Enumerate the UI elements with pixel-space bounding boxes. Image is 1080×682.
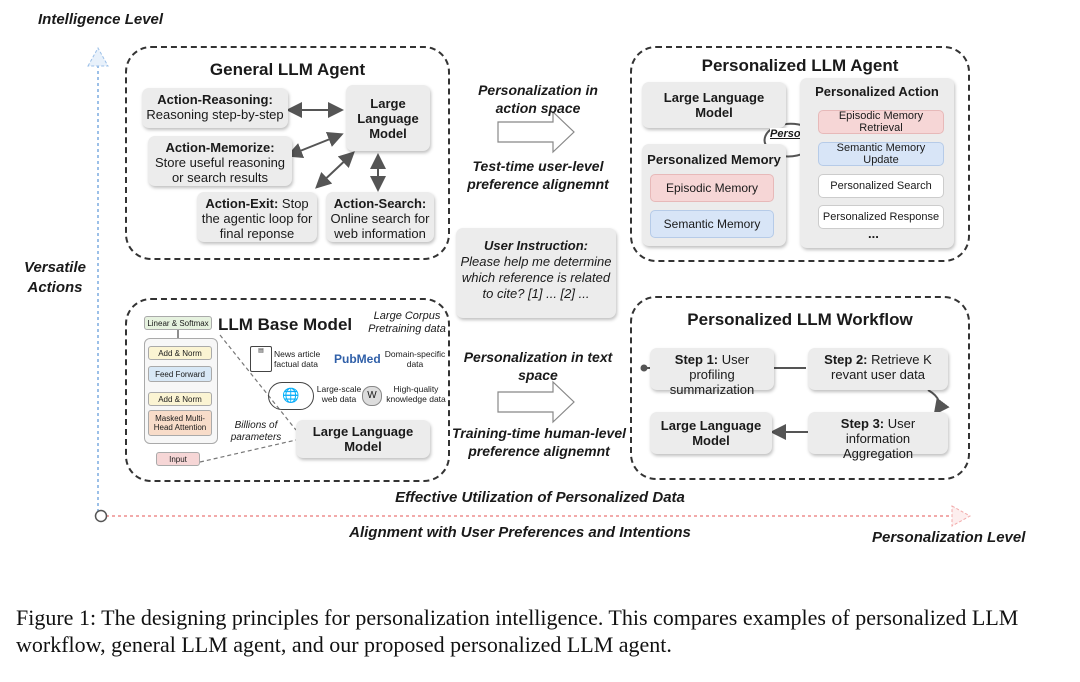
step1-name: Step 1: (674, 352, 719, 367)
semantic-memory-box: Semantic Memory (650, 210, 774, 238)
action-memorize-name: Action-Memorize: (165, 140, 275, 155)
base-llm-box: Large Language Model (296, 420, 430, 458)
block-arrow-bottom (497, 380, 575, 424)
workflow-llm-box: Large Language Model (650, 412, 772, 454)
action-reasoning-box: Action-Reasoning: Reasoning step-by-step (142, 88, 288, 128)
step2-name: Step 2: (824, 352, 868, 367)
news-label: News article factual data (274, 349, 321, 369)
x-axis-arrow (106, 505, 972, 527)
step2-desc: Retrieve K revant user data (831, 352, 932, 382)
web-globe-icon: 🌐 (268, 382, 314, 410)
action-search-desc: Online search for web information (330, 211, 430, 241)
billions-label: Billions of parameters (230, 420, 282, 443)
block-arrow-top (497, 110, 575, 154)
versatile-actions-label: Versatile Actions (24, 258, 86, 298)
memory-title: Personalized Memory (647, 152, 781, 167)
axis-origin (94, 509, 108, 523)
base-model-title: LLM Base Model (218, 315, 353, 334)
knowledge-label: High-quality knowledge data (386, 384, 446, 404)
x-axis-label: Personalization Level (872, 529, 1026, 546)
action-title: Personalized Action (815, 84, 939, 99)
step3-name: Step 3: (840, 416, 885, 431)
y-axis-arrow (87, 46, 109, 512)
action-reasoning-name: Action-Reasoning: (157, 92, 273, 107)
workflow-title: Personalized LLM Workflow (687, 310, 913, 329)
personalized-agent-panel: Personalized LLM Agent (630, 46, 970, 262)
actions-line: Actions (27, 279, 83, 296)
tf-masked-attention: Masked Multi-Head Attention (148, 410, 212, 436)
action-semantic-update: Semantic Memory Update (818, 142, 944, 166)
action-search-name: Action-Search: (333, 196, 427, 211)
action-episodic-retrieval: Episodic Memory Retrieval (818, 110, 944, 134)
step1-desc: User profiling summarization (669, 352, 755, 397)
action-memorize-box: Action-Memorize: Store useful reasoning … (148, 136, 292, 186)
middle-bottom-line1: Personalization in text space (463, 349, 613, 383)
personalized-llm-box: Large Language Model (642, 82, 786, 128)
arrow-exit-llm (315, 151, 355, 189)
tf-linear-softmax: Linear & Softmax (144, 316, 212, 330)
versatile-line: Versatile (24, 259, 86, 276)
general-agent-panel: General LLM Agent (125, 46, 450, 260)
step3-desc: User information Aggregation (842, 416, 916, 461)
arrow-step2-step3 (927, 389, 950, 416)
action-ellipsis: ... (868, 226, 879, 241)
action-personalized-search: Personalized Search (818, 174, 944, 198)
action-search-box: Action-Search: Online search for web inf… (326, 192, 434, 242)
pubmed-logo: PubMed (334, 352, 381, 366)
step3-box: Step 3: User information Aggregation (808, 412, 948, 461)
middle-top-line2: Test-time user-level preference alignemn… (467, 158, 609, 192)
action-exit-name: Action-Exit: (205, 196, 279, 211)
action-reasoning-desc: Reasoning step-by-step (146, 107, 284, 122)
general-agent-title: General LLM Agent (209, 60, 366, 79)
workflow-panel: Personalized LLM Workflow (630, 296, 970, 480)
action-personalized-response: Personalized Response (818, 205, 944, 229)
middle-top-line1: Personalization in action space (478, 82, 598, 116)
web-label: Large-scale web data (316, 384, 362, 404)
episodic-memory-box: Episodic Memory (650, 174, 774, 202)
instruction-title: User Instruction: (483, 238, 588, 253)
instruction-body: Please help me determine which reference… (460, 254, 612, 301)
base-model-panel (125, 298, 450, 482)
arrow-memorize-llm (286, 132, 344, 158)
action-memorize-desc: Store useful reasoning or search results (154, 155, 286, 185)
general-llm-box: Large Language Model (346, 85, 430, 151)
domain-label: Domain-specific data (384, 349, 446, 369)
tf-add-norm-bottom: Add & Norm (148, 392, 212, 406)
step2-box: Step 2: Retrieve K revant user data (808, 348, 948, 390)
middle-bottom-line2: Training-time human-level preference ali… (452, 425, 626, 459)
tf-input: Input (156, 452, 200, 466)
personalized-agent-title: Personalized LLM Agent (701, 56, 899, 75)
corpus-label: Large Corpus Pretraining data (368, 310, 446, 335)
step1-box: Step 1: User profiling summarization (650, 348, 774, 397)
bottom-label-1: Effective Utilization of Personalized Da… (395, 489, 685, 506)
tf-feed-forward: Feed Forward (148, 366, 212, 382)
wikipedia-icon: W (362, 386, 382, 406)
action-exit-desc: Stop the agentic loop for final reponse (201, 196, 313, 241)
bottom-label-2: Alignment with User Preferences and Inte… (349, 524, 691, 541)
action-exit-box: Action-Exit: Stop the agentic loop for f… (197, 192, 317, 242)
user-instruction-box: User Instruction: Please help me determi… (456, 228, 616, 318)
tf-add-norm-top: Add & Norm (148, 346, 212, 360)
figure-caption: Figure 1: The designing principles for p… (16, 605, 1019, 657)
y-axis-label: Intelligence Level (38, 11, 164, 28)
news-icon: ▤ (250, 346, 272, 372)
